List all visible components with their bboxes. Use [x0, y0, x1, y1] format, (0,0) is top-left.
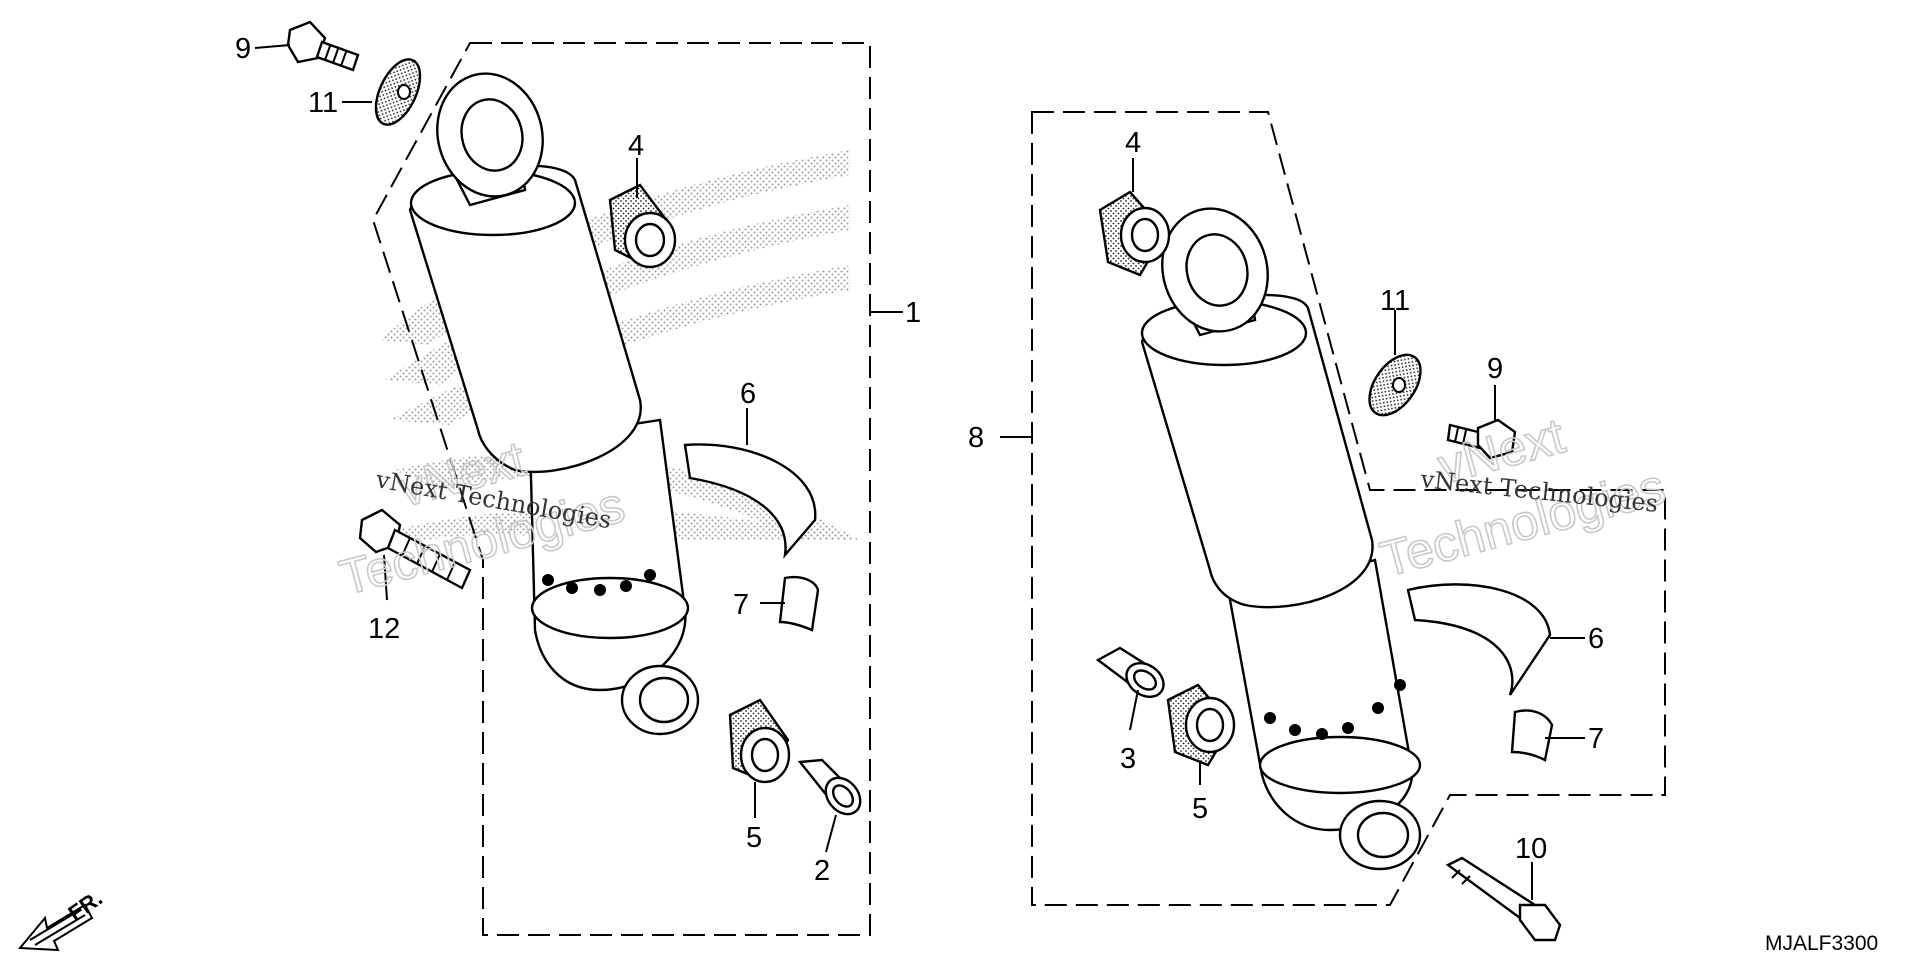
callout-10: 10: [1515, 833, 1547, 865]
callout-9: 9: [235, 33, 251, 65]
callout-5: 5: [746, 822, 762, 854]
right-lower-bushing: [1166, 683, 1236, 767]
right-callouts: 3 4 5 6 7 8 9 10 11: [968, 127, 1604, 865]
right-assembly-frame: [1000, 111, 1666, 906]
callout-4: 4: [628, 130, 644, 162]
right-washer: [1368, 353, 1422, 417]
callout-4: 4: [1125, 127, 1141, 159]
callout-6: 6: [740, 378, 756, 410]
right-stud-bolt: [1445, 856, 1562, 942]
left-assembly-frame: [371, 42, 903, 936]
callout-3: 3: [1120, 743, 1136, 775]
right-top-bolt: [1446, 418, 1517, 460]
front-arrow: FR.: [17, 885, 107, 952]
left-washer: [374, 58, 422, 126]
left-leader-lines: [254, 44, 837, 853]
callout-6: 6: [1588, 623, 1604, 655]
left-lower-bolt: [358, 508, 472, 590]
left-shock-absorber: [408, 72, 700, 736]
callout-1: 1: [905, 297, 921, 329]
callout-5: 5: [1192, 793, 1208, 825]
left-lower-bushing: [728, 698, 791, 784]
callout-2: 2: [814, 855, 830, 887]
callout-11: 11: [308, 87, 338, 119]
right-upper-bushing: [1098, 190, 1171, 277]
right-leader-lines: [1129, 158, 1585, 900]
right-small-pad: [1510, 709, 1554, 762]
callout-7: 7: [1588, 723, 1604, 755]
diagram-code: MJALF3300: [1765, 932, 1878, 955]
right-band-strip: [1406, 583, 1552, 696]
left-small-pad: [778, 576, 820, 632]
left-callouts: 1 2 4 5 6 7 9 11 12: [235, 33, 921, 887]
callout-9: 9: [1487, 353, 1503, 385]
right-shock-absorber: [1140, 207, 1422, 871]
right-collar: [1095, 646, 1165, 699]
left-top-bolt: [286, 20, 360, 72]
left-upper-bushing: [608, 183, 677, 269]
left-collar: [797, 758, 862, 816]
left-band-strip: [683, 443, 817, 559]
callout-11: 11: [1380, 285, 1410, 317]
callout-12: 12: [368, 613, 400, 645]
callout-7: 7: [733, 589, 749, 621]
callout-8: 8: [968, 422, 984, 454]
